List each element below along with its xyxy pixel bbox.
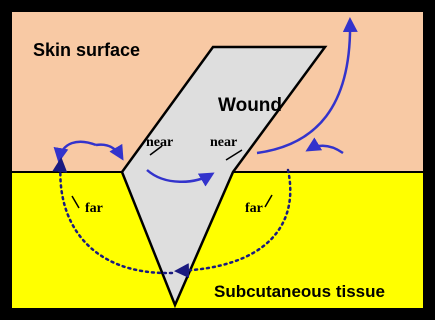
near-label-right: near bbox=[210, 135, 237, 150]
far-label-right: far bbox=[245, 201, 263, 216]
subcutaneous-label: Subcutaneous tissue bbox=[214, 282, 385, 301]
skin-surface-label: Skin surface bbox=[33, 40, 140, 60]
wound-label: Wound bbox=[218, 95, 282, 116]
near-label-left: near bbox=[146, 135, 173, 150]
far-label-left: far bbox=[85, 201, 103, 216]
